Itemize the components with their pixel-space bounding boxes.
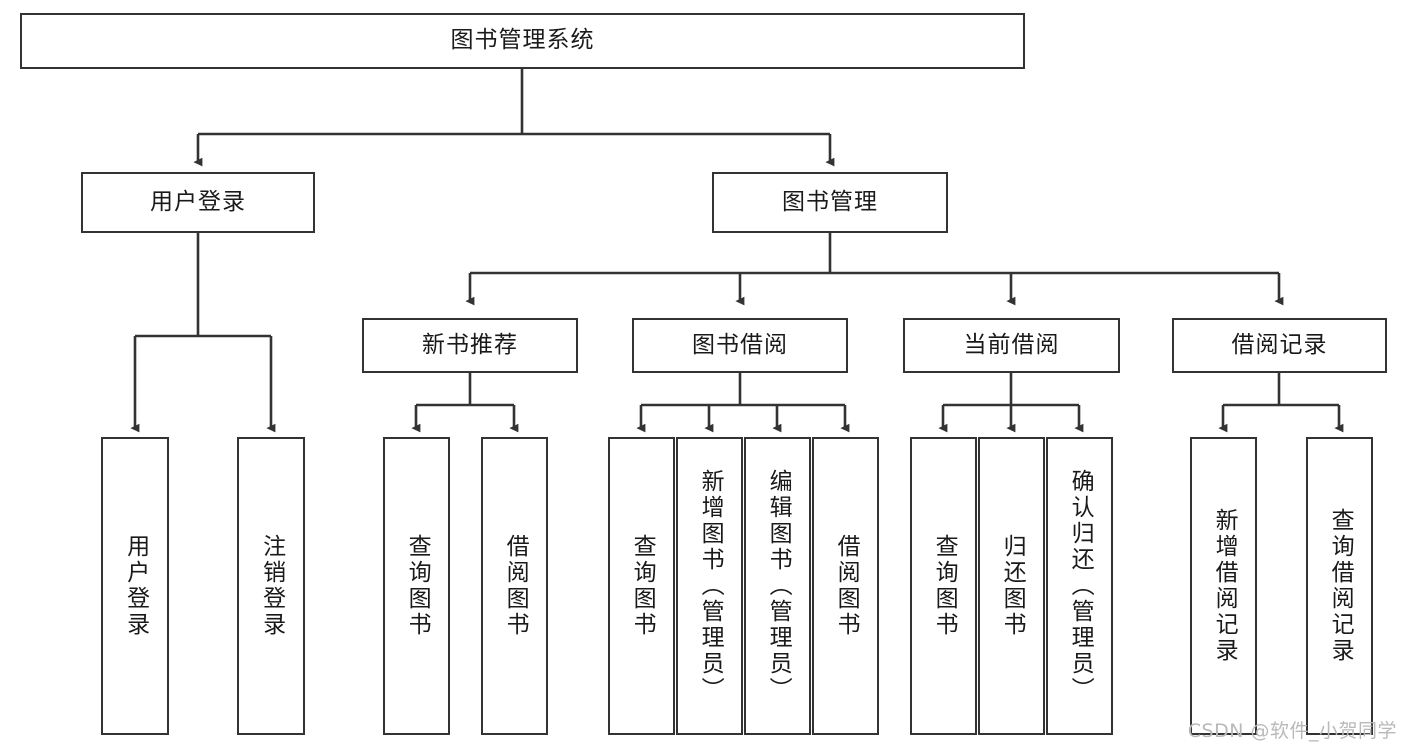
leaf-add-book-label: 新增图书（管理员） [697,469,724,703]
leaf-add-record[interactable]: 新增借阅记录 [1190,437,1257,735]
leaf-query-record[interactable]: 查询借阅记录 [1306,437,1373,735]
node-book-management[interactable]: 图书管理 [712,172,948,233]
node-new-book-recommend[interactable]: 新书推荐 [362,318,578,373]
leaf-query-book-1[interactable]: 查询图书 [383,437,450,735]
node-current-borrow[interactable]: 当前借阅 [903,318,1120,373]
node-user-login[interactable]: 用户登录 [81,172,315,233]
leaf-query-book-2[interactable]: 查询图书 [608,437,675,735]
node-root[interactable]: 图书管理系统 [20,13,1025,69]
leaf-borrow-book-1-label: 借阅图书 [502,534,529,638]
leaf-user-login[interactable]: 用户登录 [101,437,169,735]
leaf-logout[interactable]: 注销登录 [237,437,305,735]
leaf-confirm-return-label: 确认归还（管理员） [1067,469,1094,703]
leaf-add-book[interactable]: 新增图书（管理员） [676,437,743,735]
node-book-borrow[interactable]: 图书借阅 [632,318,848,373]
csdn-watermark: CSDN @软件_小贺同学 [1187,720,1397,742]
leaf-confirm-return[interactable]: 确认归还（管理员） [1046,437,1113,735]
node-borrow-record-label: 借阅记录 [1231,331,1328,358]
leaf-query-record-label: 查询借阅记录 [1327,508,1354,664]
leaf-return-book[interactable]: 归还图书 [978,437,1045,735]
node-borrow-record[interactable]: 借阅记录 [1172,318,1387,373]
leaf-query-book-3[interactable]: 查询图书 [910,437,977,735]
node-book-borrow-label: 图书借阅 [692,331,788,358]
node-current-borrow-label: 当前借阅 [963,331,1060,358]
node-new-book-recommend-label: 新书推荐 [422,331,518,358]
leaf-query-book-2-label: 查询图书 [629,534,656,638]
leaf-edit-book[interactable]: 编辑图书（管理员） [744,437,811,735]
leaf-logout-label: 注销登录 [258,534,285,638]
leaf-edit-book-label: 编辑图书（管理员） [765,469,792,703]
leaf-query-book-1-label: 查询图书 [404,534,431,638]
leaf-borrow-book-2-label: 借阅图书 [833,534,860,638]
leaf-user-login-label: 用户登录 [122,534,149,638]
node-root-label: 图书管理系统 [450,27,595,54]
leaf-return-book-label: 归还图书 [999,534,1026,638]
leaf-borrow-book-1[interactable]: 借阅图书 [481,437,548,735]
node-book-management-label: 图书管理 [782,188,878,215]
node-user-login-label: 用户登录 [150,188,246,215]
leaf-query-book-3-label: 查询图书 [931,534,958,638]
leaf-borrow-book-2[interactable]: 借阅图书 [812,437,879,735]
leaf-add-record-label: 新增借阅记录 [1211,508,1238,664]
